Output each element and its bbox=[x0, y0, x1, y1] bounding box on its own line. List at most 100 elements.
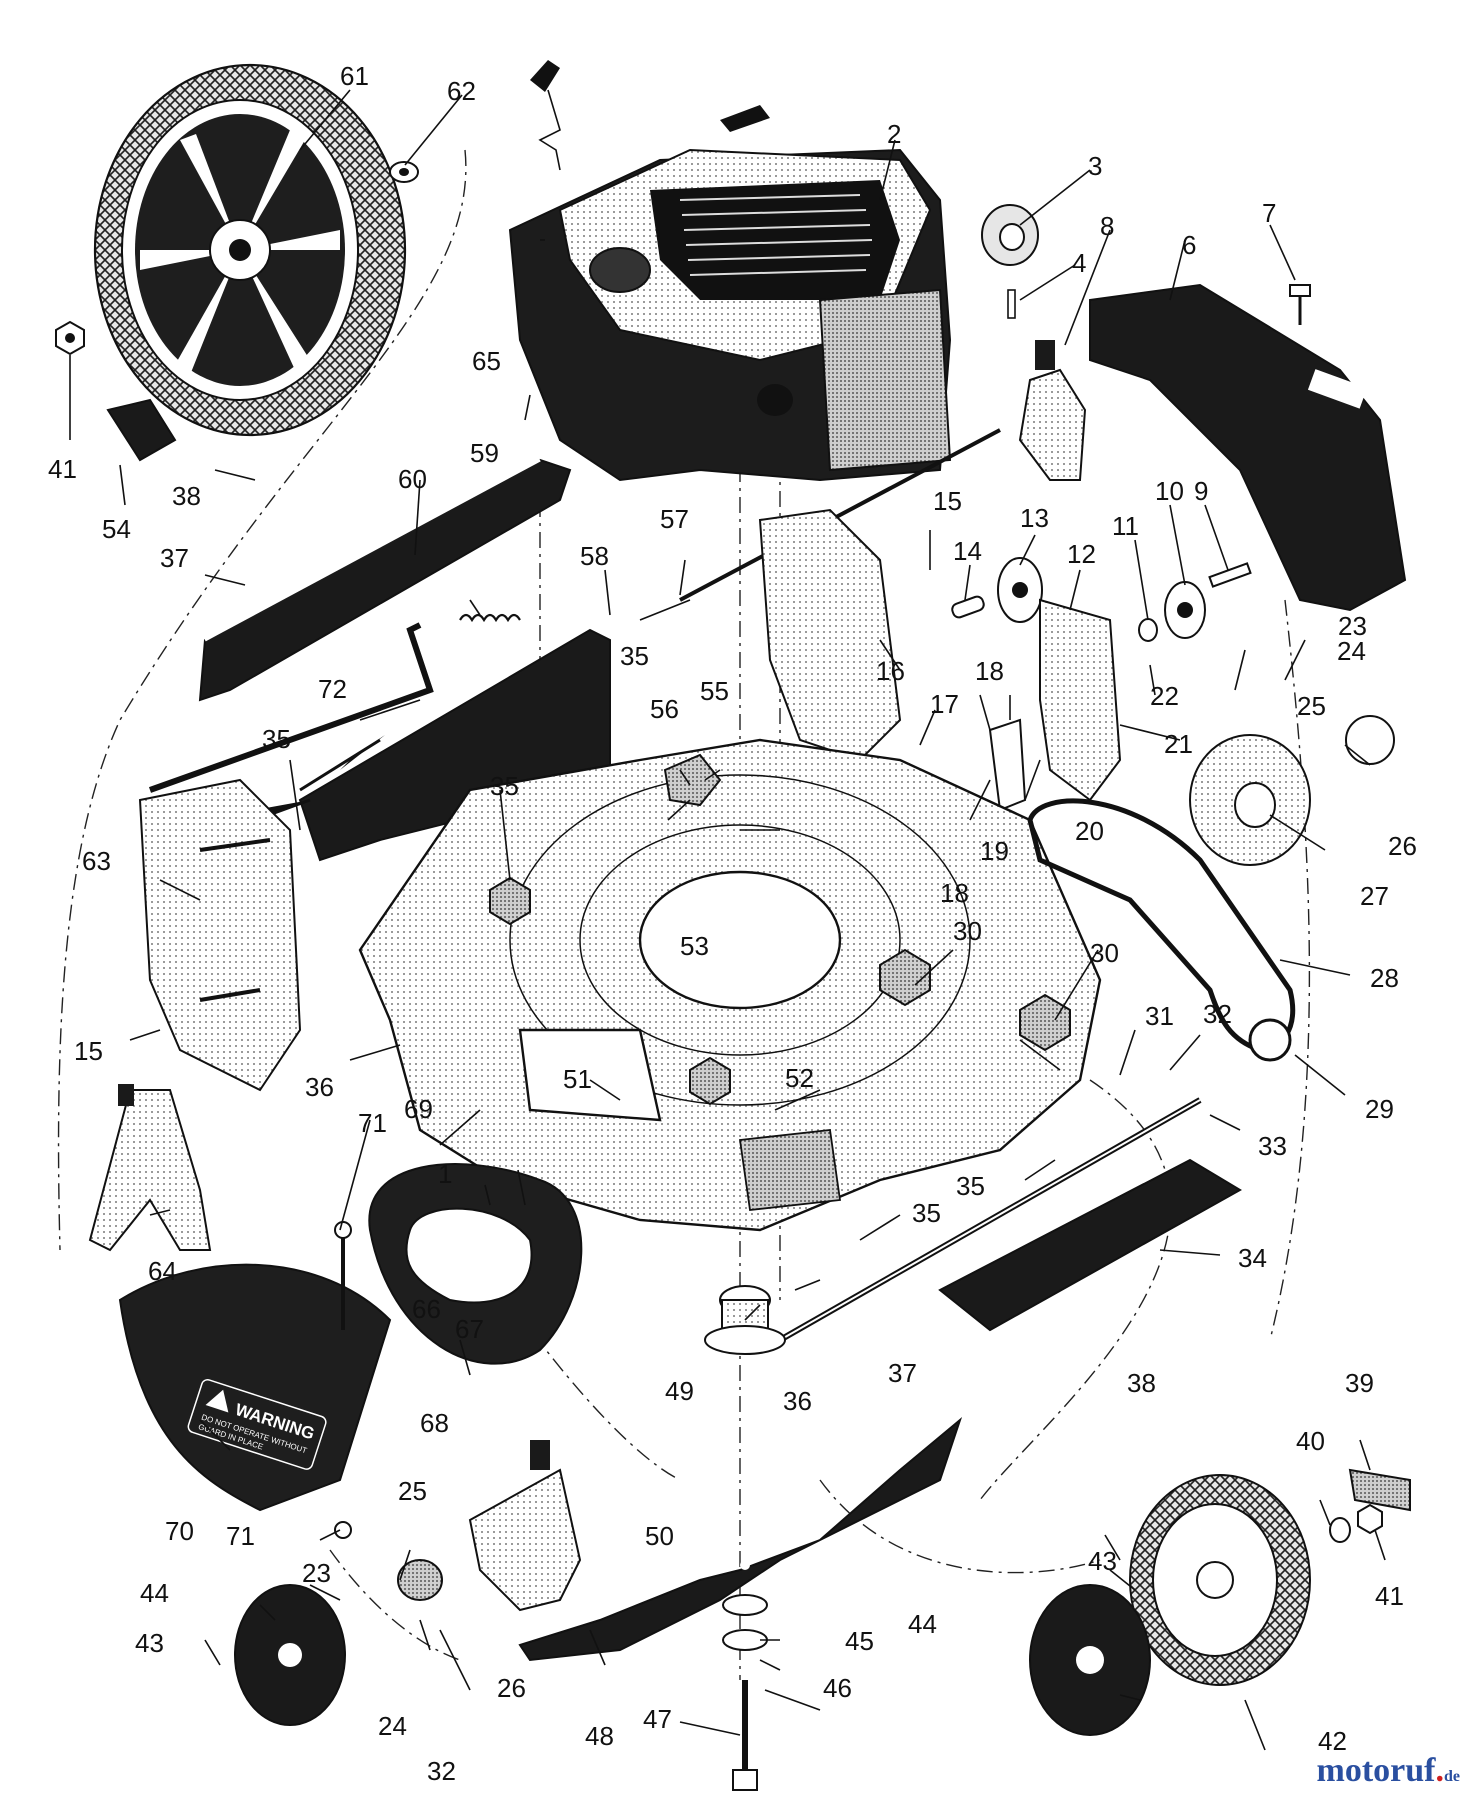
label-63: 63 bbox=[82, 846, 111, 876]
label-54: 54 bbox=[102, 514, 131, 544]
label-55: 55 bbox=[700, 676, 729, 706]
label-48: 48 bbox=[585, 1721, 614, 1751]
axle-33 bbox=[778, 1097, 1202, 1343]
label-3: 3 bbox=[1088, 151, 1102, 181]
label-72: 72 bbox=[318, 674, 347, 704]
part-labels: 61 62 2 3 4 8 6 7 65 41 54 38 37 60 59 5… bbox=[48, 61, 1417, 1786]
bracket-12 bbox=[1039, 598, 1122, 802]
nut-41-left bbox=[55, 320, 85, 356]
label-50: 50 bbox=[645, 1521, 674, 1551]
label-58: 58 bbox=[580, 541, 609, 571]
label-29: 29 bbox=[1365, 1094, 1394, 1124]
washer-11 bbox=[1138, 618, 1158, 642]
spring-59 bbox=[459, 613, 521, 623]
pulley-3 bbox=[981, 204, 1039, 266]
label-43-left: 43 bbox=[135, 1628, 164, 1658]
label-21: 21 bbox=[1164, 729, 1193, 759]
label-35-d: 35 bbox=[956, 1171, 985, 1201]
label-62: 62 bbox=[447, 76, 476, 106]
watermark-name: motoruf bbox=[1316, 1752, 1436, 1789]
height-adjuster-left bbox=[138, 778, 302, 1092]
label-32-right: 32 bbox=[1203, 999, 1232, 1029]
label-69: 69 bbox=[404, 1094, 433, 1124]
label-20: 20 bbox=[1075, 816, 1104, 846]
chute-door-70: WARNING DO NOT OPERATE WITHOUT GUARD IN … bbox=[118, 1263, 392, 1512]
label-13: 13 bbox=[1020, 503, 1049, 533]
label-24-right: 24 bbox=[1337, 636, 1366, 666]
label-38-bottom: 38 bbox=[1127, 1368, 1156, 1398]
drive-assembly-64 bbox=[88, 1084, 212, 1252]
label-30-a: 30 bbox=[953, 916, 982, 946]
hubcap-44-right bbox=[1029, 1584, 1151, 1736]
label-56: 56 bbox=[650, 694, 679, 724]
label-19: 19 bbox=[980, 836, 1009, 866]
label-6: 6 bbox=[1182, 230, 1196, 260]
watermark-tld: de bbox=[1444, 1768, 1460, 1785]
rod-57 bbox=[679, 428, 1001, 602]
label-37-top: 37 bbox=[160, 543, 189, 573]
label-1: 1 bbox=[438, 1159, 452, 1189]
label-57: 57 bbox=[660, 504, 689, 534]
label-66: 66 bbox=[412, 1294, 441, 1324]
label-18-top: 18 bbox=[975, 656, 1004, 686]
pinion-24-front bbox=[397, 1559, 443, 1601]
label-61: 61 bbox=[340, 61, 369, 91]
label-9: 9 bbox=[1194, 476, 1208, 506]
idler-arm-20 bbox=[988, 718, 1027, 812]
gear-case-27 bbox=[1189, 715, 1395, 866]
label-31: 31 bbox=[1145, 1001, 1174, 1031]
label-32-left: 32 bbox=[427, 1756, 456, 1786]
idler-pulley-13 bbox=[997, 557, 1043, 623]
label-16: 16 bbox=[876, 656, 905, 686]
label-28: 28 bbox=[1370, 963, 1399, 993]
label-4: 4 bbox=[1072, 248, 1086, 278]
label-51: 51 bbox=[563, 1064, 592, 1094]
label-26-right: 26 bbox=[1388, 831, 1417, 861]
key-4 bbox=[1007, 289, 1016, 319]
label-38-top: 38 bbox=[172, 481, 201, 511]
label-23-right: 23 bbox=[1338, 611, 1367, 641]
rod-72 bbox=[148, 622, 434, 793]
watermark-dot: . bbox=[1435, 1752, 1445, 1789]
label-70: 70 bbox=[165, 1516, 194, 1546]
label-17: 17 bbox=[930, 689, 959, 719]
hubcap-54 bbox=[106, 398, 177, 462]
front-gear-case-50 bbox=[468, 1440, 582, 1612]
label-44-right: 44 bbox=[908, 1609, 937, 1639]
hubcap-39 bbox=[1348, 1468, 1411, 1512]
blade-adapter-49 bbox=[704, 1285, 786, 1355]
label-53: 53 bbox=[680, 931, 709, 961]
label-39: 39 bbox=[1345, 1368, 1374, 1398]
label-27: 27 bbox=[1360, 881, 1389, 911]
blade-washers-45 bbox=[722, 1594, 768, 1651]
label-71-top: 71 bbox=[358, 1108, 387, 1138]
label-36-left: 36 bbox=[305, 1072, 334, 1102]
height-adjuster-right bbox=[758, 508, 902, 762]
label-12: 12 bbox=[1067, 539, 1096, 569]
label-35-c: 35 bbox=[490, 771, 519, 801]
hubcap-44-left bbox=[234, 1584, 346, 1726]
washer-62 bbox=[389, 161, 419, 183]
rear-shield-60 bbox=[198, 458, 572, 702]
label-64: 64 bbox=[148, 1256, 177, 1286]
rear-wheel-left bbox=[93, 63, 407, 437]
mulch-plug-68 bbox=[368, 1163, 583, 1365]
nut-41-right bbox=[1357, 1503, 1383, 1535]
label-35-b: 35 bbox=[262, 724, 291, 754]
washer-40 bbox=[1329, 1517, 1351, 1543]
label-34: 34 bbox=[1238, 1243, 1267, 1273]
blade-bolt-47 bbox=[732, 1680, 758, 1791]
label-11: 11 bbox=[1112, 511, 1139, 541]
label-49: 49 bbox=[665, 1376, 694, 1406]
label-25-right: 25 bbox=[1297, 691, 1326, 721]
label-35-e: 35 bbox=[912, 1198, 941, 1228]
label-68: 68 bbox=[420, 1408, 449, 1438]
engine bbox=[508, 60, 952, 482]
label-52: 52 bbox=[785, 1063, 814, 1093]
label-59: 59 bbox=[470, 438, 499, 468]
label-25-left: 25 bbox=[398, 1476, 427, 1506]
label-15-right: 15 bbox=[933, 486, 962, 516]
watermark-logo: motoruf.de bbox=[1317, 1752, 1460, 1790]
label-10: 10 bbox=[1155, 476, 1184, 506]
leader-lines bbox=[69, 89, 1386, 1751]
